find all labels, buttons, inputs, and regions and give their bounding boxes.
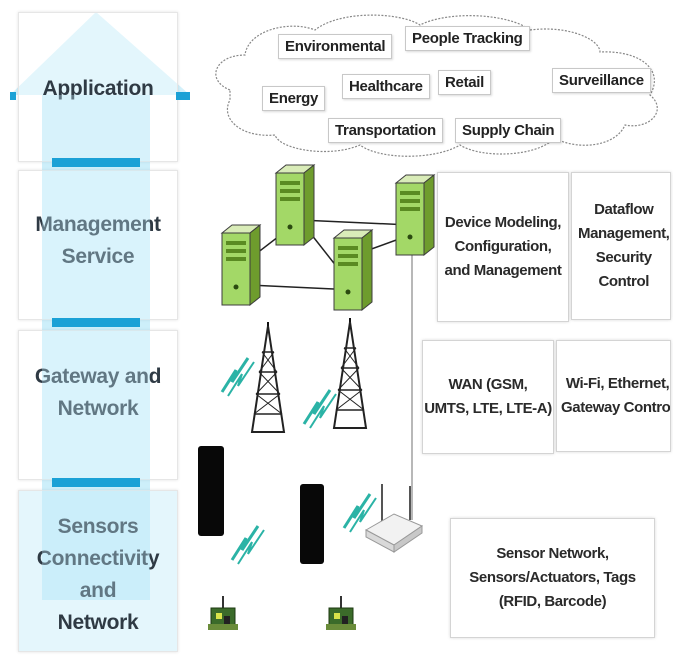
- wireless-signal-icon: [302, 388, 338, 430]
- layer-sensors-label: Sensors Connectivity and Network: [19, 511, 177, 639]
- wireless-signal-icon: [230, 524, 266, 566]
- info-line: and Management: [444, 262, 562, 279]
- layer-application-label: Application: [19, 73, 177, 105]
- info-line: Management,: [578, 225, 670, 242]
- server-icon: [333, 229, 373, 311]
- tag-surveillance: Surveillance: [552, 68, 651, 93]
- tag-environmental: Environmental: [278, 34, 393, 59]
- info-line: Dataflow: [594, 201, 654, 218]
- layer-gateway-label: Gateway and Network: [19, 361, 177, 425]
- tag-transportation: Transportation: [328, 118, 443, 143]
- tag-people-tracking: People Tracking: [405, 26, 530, 51]
- info-wan: WAN (GSM, UMTS, LTE, LTE-A): [422, 340, 554, 454]
- layer-management-service: Management Service: [18, 170, 178, 320]
- layer-label-line: Connectivity and: [36, 547, 160, 602]
- info-line: (RFID, Barcode): [498, 593, 607, 610]
- tag-retail: Retail: [438, 70, 492, 95]
- wireless-signal-icon: [342, 492, 378, 534]
- sensor-device-icon: [325, 595, 357, 631]
- info-dataflow-management: Dataflow Management, Security Control: [571, 172, 671, 320]
- layer-management-label: Management Service: [19, 209, 177, 273]
- server-icon: [275, 164, 315, 246]
- info-line: Control: [598, 273, 649, 290]
- router-icon: [364, 484, 424, 553]
- tag-healthcare: Healthcare: [342, 74, 430, 99]
- wireless-signal-icon: [220, 356, 256, 398]
- info-line: Configuration,: [454, 238, 552, 255]
- layer-label-line: Network: [57, 611, 139, 634]
- layer-label-line: Management: [35, 213, 161, 236]
- layer-label-line: Application: [42, 77, 154, 100]
- info-line: Device Modeling,: [444, 214, 562, 231]
- cell-tower-icon: [251, 321, 285, 433]
- info-line: Sensors/Actuators, Tags: [469, 569, 636, 586]
- info-line: Sensor Network,: [496, 545, 609, 562]
- info-line: WAN (GSM,: [448, 376, 528, 393]
- arrow-band: [52, 158, 140, 167]
- gateway-device-icon: [300, 484, 324, 564]
- gateway-device-icon: [198, 446, 224, 536]
- info-line: UMTS, LTE, LTE-A): [424, 400, 552, 417]
- layer-application: Application: [18, 12, 178, 162]
- info-line: Security: [595, 249, 652, 266]
- info-wifi-ethernet: Wi-Fi, Ethernet, Gateway Control: [556, 340, 671, 452]
- layer-label-line: Service: [61, 245, 135, 268]
- cell-tower-icon: [333, 317, 367, 429]
- info-device-modeling: Device Modeling, Configuration, and Mana…: [437, 172, 569, 322]
- layer-label-line: Sensors: [57, 515, 139, 538]
- server-icon: [395, 174, 435, 256]
- info-sensor-network: Sensor Network, Sensors/Actuators, Tags …: [450, 518, 655, 638]
- tag-supply-chain: Supply Chain: [455, 118, 562, 143]
- info-line: Gateway Control: [561, 399, 671, 416]
- sensor-device-icon: [207, 595, 239, 631]
- arrow-band: [52, 478, 140, 487]
- layer-label-line: Gateway and: [34, 365, 162, 388]
- server-icon: [221, 224, 261, 306]
- arrow-band: [52, 318, 140, 327]
- layer-sensors-connectivity: Sensors Connectivity and Network: [18, 490, 178, 652]
- info-line: Wi-Fi, Ethernet,: [565, 375, 670, 392]
- layer-label-line: Network: [57, 397, 139, 420]
- layer-gateway-network: Gateway and Network: [18, 330, 178, 480]
- tag-energy: Energy: [262, 86, 326, 111]
